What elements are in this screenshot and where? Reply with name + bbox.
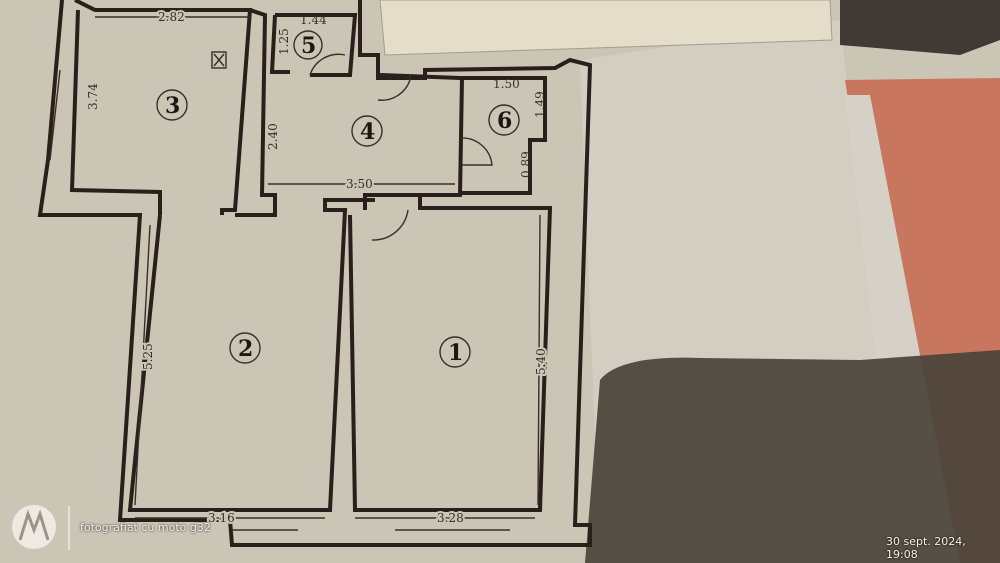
card-top bbox=[379, 0, 833, 56]
dimensions: 2.82 3.74 1.44 1.25 2.40 3.50 1.50 1.49 … bbox=[86, 8, 550, 527]
walls bbox=[37, 0, 593, 547]
dim-5-25: 5.25 bbox=[141, 343, 155, 370]
room-labels: 1 2 3 4 5 6 bbox=[156, 30, 520, 368]
doors bbox=[211, 51, 493, 241]
room-3-number: 3 bbox=[165, 93, 180, 119]
room-4-number: 4 bbox=[360, 119, 375, 145]
dim-5-40: 5.40 bbox=[534, 348, 548, 375]
dim-3-50: 3.50 bbox=[346, 177, 373, 191]
motorola-logo bbox=[12, 505, 70, 550]
dim-2-40: 2.40 bbox=[266, 123, 280, 150]
dark-corner bbox=[840, 0, 1000, 55]
dim-3-16: 3.16 bbox=[208, 511, 235, 525]
dim-0-89: 0.89 bbox=[519, 151, 533, 178]
dim-3-28: 3.28 bbox=[437, 511, 464, 525]
room-1-circle bbox=[439, 336, 471, 368]
dim-3-74: 3.74 bbox=[86, 83, 100, 110]
dim-1-50: 1.50 bbox=[493, 77, 520, 91]
dim-1-25: 1.25 bbox=[277, 28, 291, 55]
dim-1-44: 1.44 bbox=[300, 13, 327, 27]
room-6-number: 6 bbox=[497, 108, 512, 134]
room-1-number: 1 bbox=[448, 340, 463, 366]
dim-2-82: 2.82 bbox=[158, 10, 185, 24]
dim-1-49: 1.49 bbox=[533, 91, 547, 118]
watermark-timestamp: 30 sept. 2024, 19:08 bbox=[886, 535, 966, 561]
room-2-number: 2 bbox=[238, 336, 253, 362]
watermark-caption: fotografiat cu moto g32 bbox=[80, 521, 211, 534]
shadow bbox=[585, 350, 1000, 563]
room-5-number: 5 bbox=[301, 33, 316, 59]
